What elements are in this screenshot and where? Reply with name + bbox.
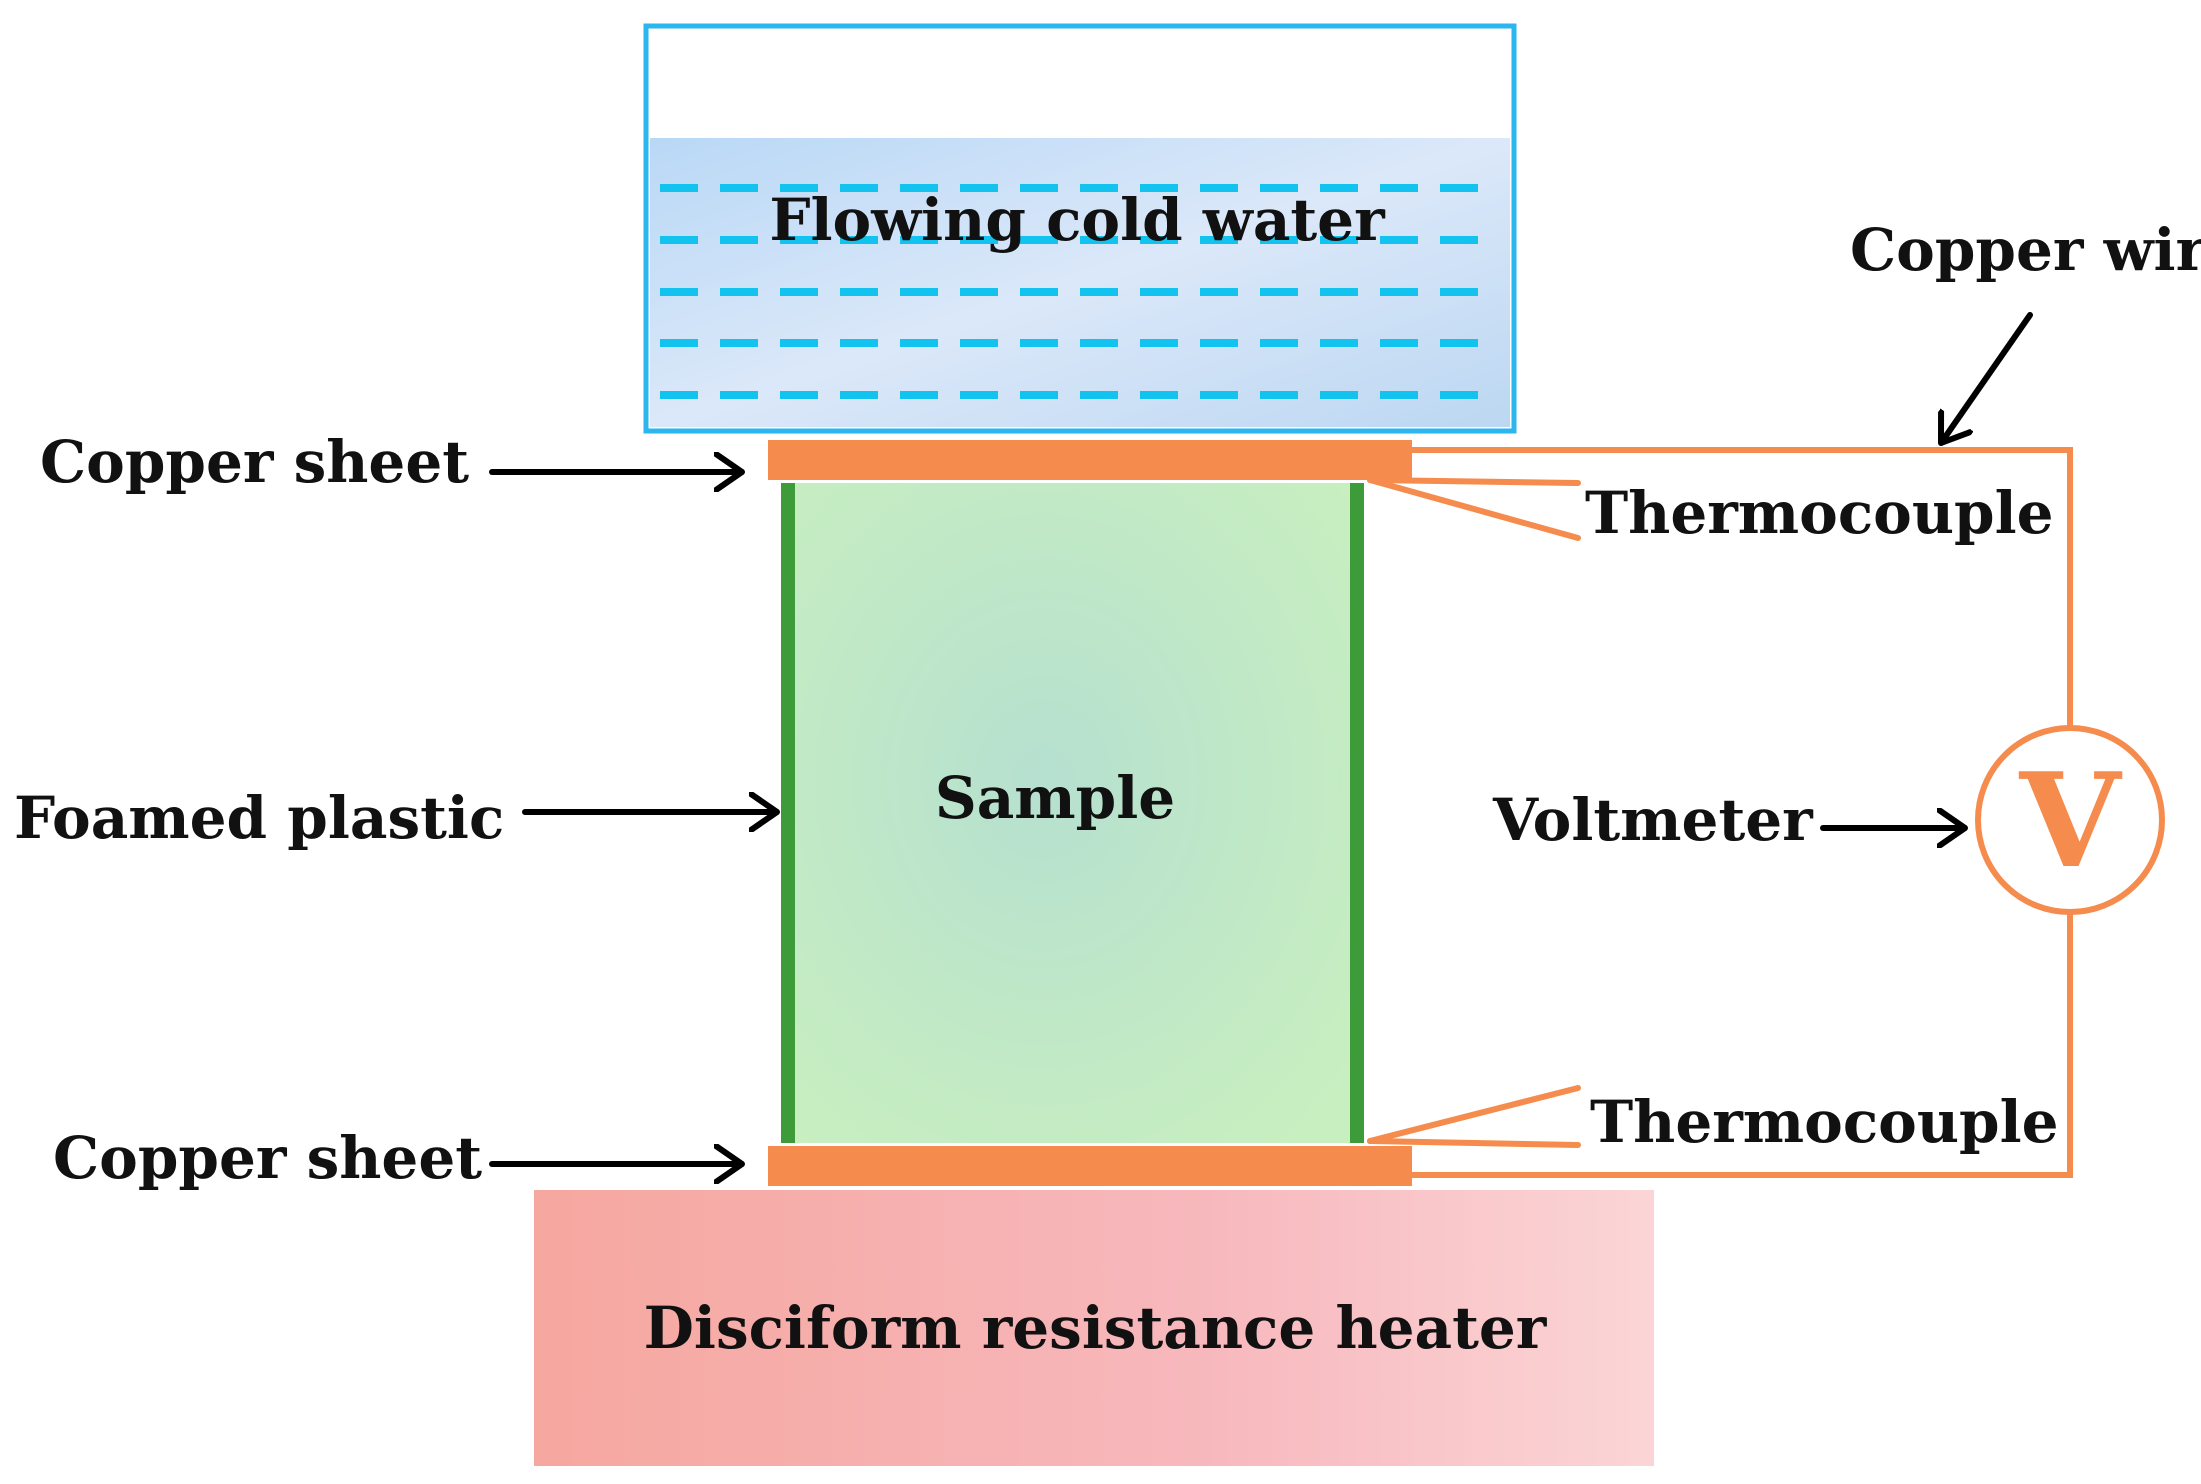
- voltmeter-icon: [1975, 725, 2165, 915]
- thermocouple-bottom-label: Thermocouple: [1590, 1088, 2059, 1156]
- resistance-heater: Disciform resistance heater: [534, 1190, 1654, 1466]
- copper-sheet-bottom: [768, 1146, 1412, 1186]
- heater-label: Disciform resistance heater: [644, 1294, 1548, 1362]
- copper-wire-arrow-icon: [1938, 312, 2033, 446]
- copper-sheet-top: [768, 440, 1412, 480]
- copper-wire-circuit: [1412, 447, 2073, 1178]
- pointer-arrows: [489, 312, 2033, 1164]
- sample-block: Sample: [788, 483, 1356, 1143]
- copper-sheet-top-label: Copper sheet: [40, 428, 469, 496]
- copper-wire-label: Copper wire: [1850, 216, 2201, 284]
- water-flow-lines: [660, 184, 1500, 399]
- voltmeter-label: Voltmeter: [1492, 786, 1814, 854]
- foamed-plastic-label: Foamed plastic: [14, 784, 504, 852]
- foamed-plastic-left: [781, 483, 795, 1143]
- copper-sheet-bottom-label: Copper sheet: [53, 1124, 482, 1192]
- thermocouple-bottom-wires: [1367, 1085, 1581, 1148]
- voltmeter: V: [1975, 725, 2165, 915]
- thermocouple-top-label: Thermocouple: [1585, 479, 2054, 547]
- cold-water-label: Flowing cold water: [769, 186, 1386, 254]
- voltmeter-symbol: V: [2019, 744, 2123, 897]
- foamed-plastic-right: [1350, 483, 1364, 1143]
- thermocouple-top-wires: [1367, 477, 1581, 541]
- sample-label: Sample: [935, 764, 1175, 832]
- cold-water-tank: Flowing cold water: [643, 23, 1517, 434]
